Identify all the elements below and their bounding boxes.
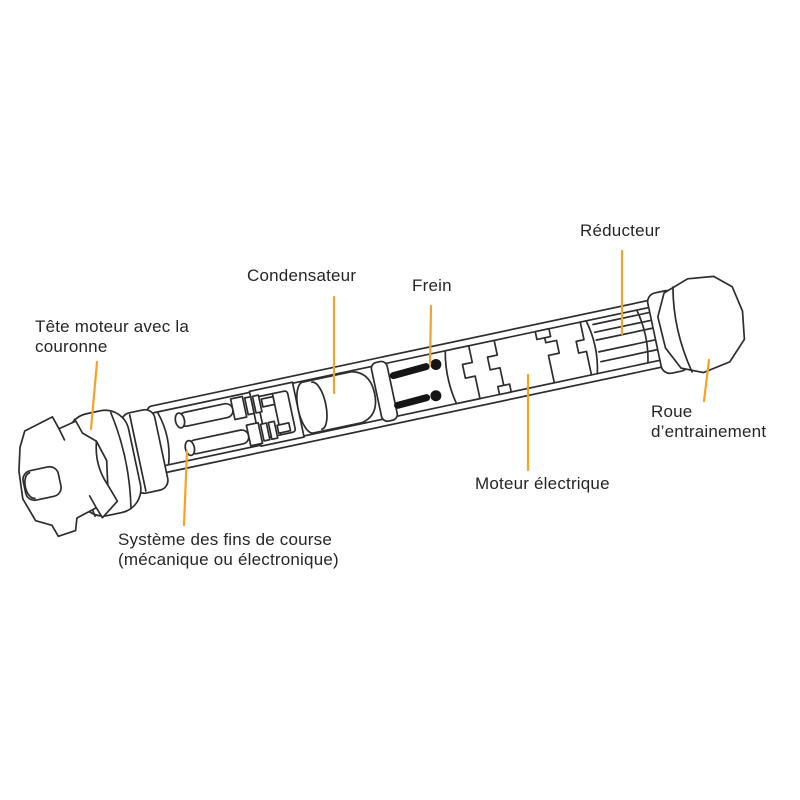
- motor-drawing: [18, 275, 746, 538]
- reducer-gearbox: [585, 310, 663, 375]
- electric-motor-body: [486, 321, 593, 396]
- limit-switch-rod-bottom: [184, 420, 292, 457]
- leader-systeme-fins: [182, 449, 189, 527]
- label-tete-moteur: Tête moteur avec la couronne: [35, 317, 189, 357]
- leader-frein: [428, 304, 433, 367]
- label-roue-entrainement: Roue d’entrainement: [651, 402, 766, 442]
- leader-tete-moteur: [89, 360, 99, 431]
- leader-roue-entrainement: [702, 358, 711, 403]
- label-moteur-electrique: Moteur électrique: [475, 474, 610, 494]
- label-condensateur-text: Condensateur: [247, 266, 357, 285]
- limit-switch-rod-top: [174, 394, 276, 429]
- label-frein-text: Frein: [412, 276, 452, 295]
- label-moteur-electrique-text: Moteur électrique: [475, 474, 610, 493]
- brake-rods: [389, 359, 442, 409]
- head-pin: [22, 465, 62, 502]
- condenser-cylinder: [296, 370, 377, 434]
- label-roue-line1: Roue: [651, 402, 693, 421]
- label-reducteur-text: Réducteur: [580, 221, 661, 240]
- brake-bracket: [444, 344, 481, 405]
- label-roue-line2: d’entrainement: [651, 422, 767, 441]
- label-systeme-fins: Système des fins de course (mécanique ou…: [118, 530, 339, 570]
- label-tete-moteur-line2: couronne: [35, 337, 108, 356]
- label-tete-moteur-line1: Tête moteur avec la: [35, 317, 190, 336]
- label-systeme-fins-line2: (mécanique ou électronique): [118, 550, 339, 569]
- drive-wheel: [656, 275, 746, 374]
- leader-lines: [89, 249, 711, 527]
- label-systeme-fins-line1: Système des fins de course: [118, 530, 333, 549]
- motor-head-bracket: [18, 416, 119, 538]
- label-frein: Frein: [412, 276, 452, 296]
- bearing-ring: [370, 360, 399, 423]
- label-reducteur: Réducteur: [580, 221, 660, 241]
- label-condensateur: Condensateur: [247, 266, 356, 286]
